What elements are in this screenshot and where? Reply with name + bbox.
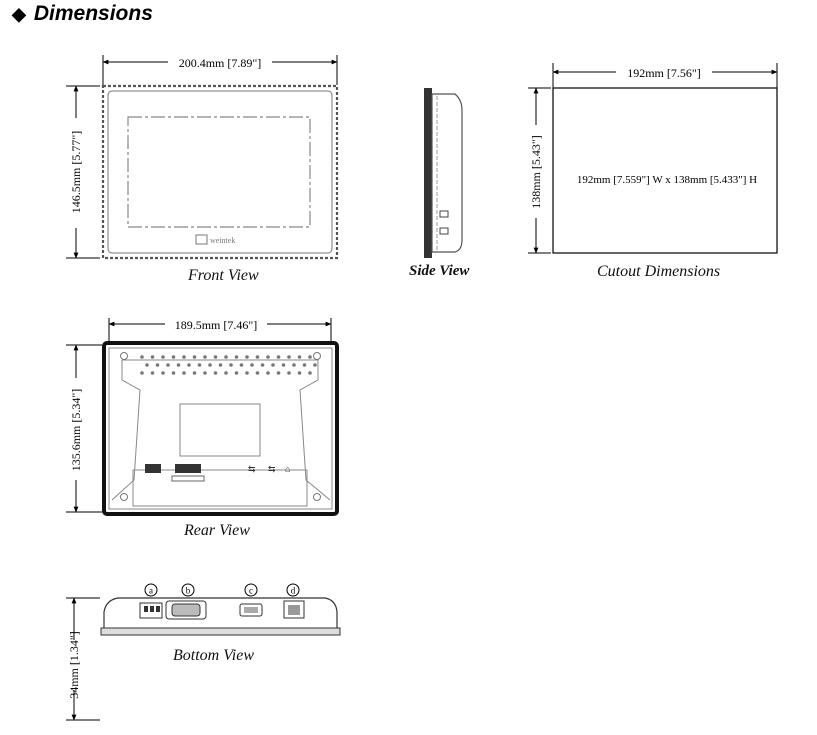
vent-hole [266,371,270,375]
vent-hole [192,355,197,359]
vent-hole [308,355,312,359]
rear-view-caption: Rear View [184,522,250,539]
vent-hole [250,363,254,367]
vent-hole [255,355,260,359]
vent-hole [203,371,207,375]
serial-port-icon [175,464,201,473]
bottom-depth-label: 34mm [1.34"] [67,631,81,699]
vent-hole [308,371,312,375]
vent-hole [224,371,228,375]
vent-hole [297,355,302,359]
usb-icon-2: ⇆ [268,464,276,474]
rear-view: 189.5mm [7.46"] 135.6mm [5.34"] ⇆ ⇆ ⌂ [66,318,339,516]
vent-hole [203,355,207,359]
vent-hole [292,363,296,367]
vent-hole [150,371,155,375]
side-view-caption: Side View [409,263,470,279]
cutout-spec-label: 192mm [7.559"] W x 138mm [5.433"] H [577,174,757,186]
rear-height-label: 135.6mm [5.34"] [69,389,83,472]
vent-hole [182,371,186,375]
vent-hole [155,363,160,367]
front-view-caption: Front View [188,267,259,284]
port-label-a: a [149,586,153,596]
rear-width-label: 189.5mm [7.46"] [175,318,258,332]
vent-hole [266,355,270,359]
vent-hole [213,371,218,375]
side-view [424,88,463,258]
vent-hole [224,355,228,359]
vent-hole [150,355,155,359]
ethernet-icon: ⌂ [285,464,290,474]
front-view: 200.4mm [7.89"] 146.5mm [5.77"] weintek [66,55,339,260]
vent-hole [192,371,197,375]
vent-hole [140,371,144,375]
logo-icon [195,234,208,245]
vent-hole [171,371,176,375]
vent-hole [255,371,260,375]
vent-hole [197,363,202,367]
page-title-text: Dimensions [33,2,153,25]
vent-hole [276,371,281,375]
vent-hole [161,355,165,359]
diamond-bullet-icon: ◆ [12,4,26,24]
vent-hole [239,363,244,367]
vent-hole [271,363,275,367]
port-label-b: b [186,586,191,596]
bottom-view: 34mm [1.34"] a b c d [66,583,341,721]
vent-holes [140,355,317,375]
front-height-label: 146.5mm [5.77"] [69,131,83,214]
vent-hole [234,371,239,375]
vent-hole [234,355,239,359]
port-label-d: d [291,586,296,596]
cutout-caption: Cutout Dimensions [597,263,721,280]
vent-hole [229,363,233,367]
vent-hole [281,363,286,367]
vent-hole [245,371,249,375]
vent-hole [287,371,291,375]
vent-hole [297,371,302,375]
vent-hole [260,363,265,367]
port-label-c: c [249,586,253,596]
vent-hole [187,363,191,367]
cutout-width-label: 192mm [7.56"] [627,66,701,80]
vent-hole [302,363,307,367]
vent-hole [313,363,317,367]
vent-hole [166,363,170,367]
vent-hole [208,363,212,367]
front-width-label: 200.4mm [7.89"] [179,56,262,70]
page-title: ◆ Dimensions [12,2,153,26]
vent-hole [171,355,176,359]
vent-hole [218,363,223,367]
vent-hole [145,363,149,367]
vent-hole [287,355,291,359]
vent-hole [276,355,281,359]
bottom-view-caption: Bottom View [173,647,255,664]
cutout-height-label: 138mm [5.43"] [529,135,543,209]
vent-hole [182,355,186,359]
power-terminal-icon [145,464,161,473]
front-logo: weintek [210,236,235,245]
vent-hole [140,355,144,359]
vent-hole [176,363,181,367]
vent-hole [245,355,249,359]
vent-hole [213,355,218,359]
cutout-view: 192mm [7.56"] 138mm [5.43"] 192mm [7.559… [528,63,778,254]
vent-hole [161,371,165,375]
usb-icon: ⇆ [248,464,256,474]
